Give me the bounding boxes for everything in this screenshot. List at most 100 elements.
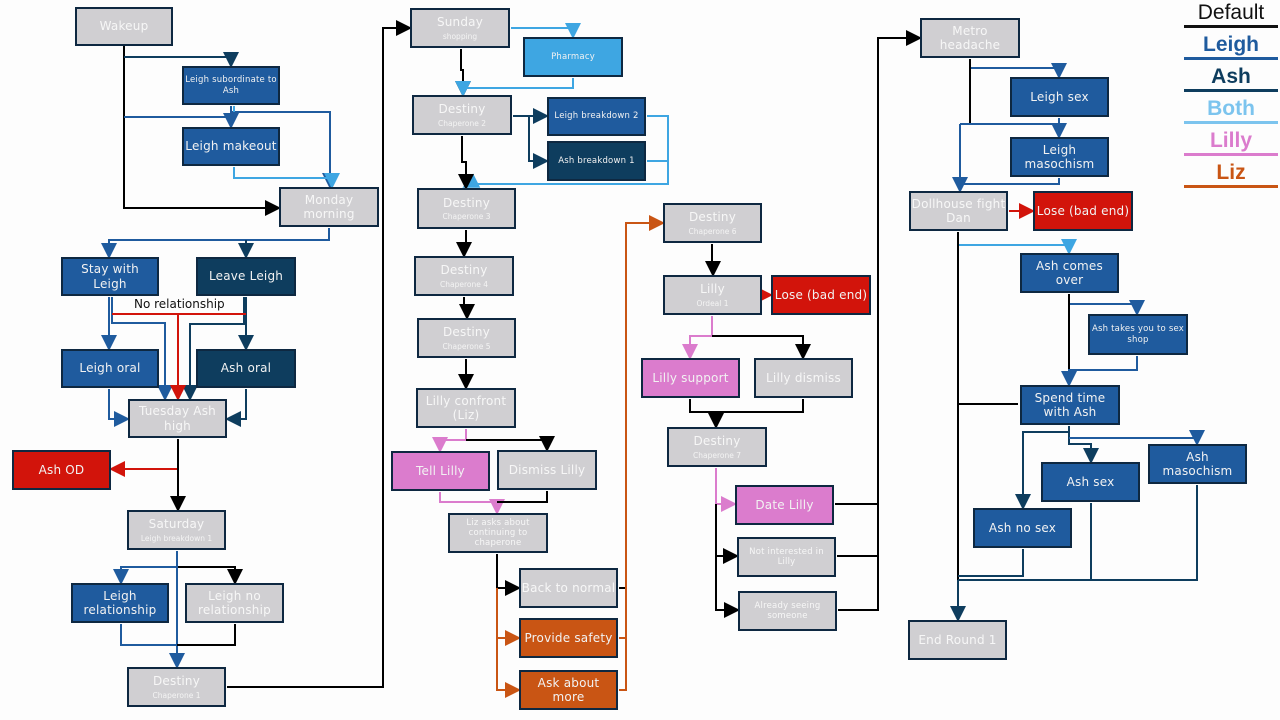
connector-leigh — [120, 624, 177, 646]
node-title: Wakeup — [99, 19, 149, 34]
node-ash-od[interactable]: Ash OD — [12, 450, 111, 490]
node-pharmacy[interactable]: Pharmacy — [523, 37, 623, 77]
node-title: Ash comes over — [1036, 258, 1103, 287]
node-tuesday-ash-high[interactable]: Tuesday Ash high — [128, 399, 227, 438]
connector-default — [689, 399, 724, 429]
node-title: Already seeing someone — [754, 600, 821, 621]
node-title: Lose (bad end) — [1036, 203, 1130, 218]
node-provide-safety[interactable]: Provide safety — [519, 618, 618, 658]
legend-ash: Ash — [1184, 64, 1278, 92]
node-end-round-1[interactable]: End Round 1 — [908, 620, 1007, 660]
node-ash-breakdown-1[interactable]: Ash breakdown 1 — [547, 141, 646, 181]
node-leigh-masochism[interactable]: Leigh masochism — [1010, 137, 1109, 177]
node-leigh-oral[interactable]: Leigh oral — [61, 349, 159, 388]
node-leave-leigh[interactable]: Leave Leigh — [196, 257, 296, 296]
node-ash-oral[interactable]: Ash oral — [196, 349, 296, 388]
node-leigh-no-relationship[interactable]: Leigh no relationship — [185, 583, 284, 623]
node-ash-sex-shop[interactable]: Ash takes you to sex shop — [1088, 314, 1188, 355]
connector-default — [705, 244, 721, 277]
connector-liz — [496, 638, 521, 698]
node-ash-masochism[interactable]: Ash masochism — [1148, 444, 1247, 484]
node-title: Ash OD — [38, 462, 85, 477]
connector-leigh — [1061, 356, 1138, 387]
node-title: Destiny — [152, 674, 201, 689]
connector-default — [715, 504, 739, 564]
node-lilly-confront[interactable]: Lilly confront (Liz) — [416, 388, 516, 428]
node-title: Leigh oral — [79, 361, 141, 376]
node-stay-with-leigh[interactable]: Stay with Leigh — [61, 257, 159, 296]
connector-leigh — [960, 178, 1060, 185]
connector-default — [458, 136, 474, 190]
node-subtitle: Chaperone 1 — [152, 690, 201, 700]
node-monday-morning[interactable]: Monday morning — [279, 187, 379, 227]
node-subtitle: Leigh breakdown 1 — [140, 533, 213, 543]
node-lose-1[interactable]: Lose (bad end) — [771, 275, 871, 315]
node-leigh-sex[interactable]: Leigh sex — [1010, 77, 1109, 117]
node-title: Destiny — [440, 263, 488, 278]
node-title: Provide safety — [524, 630, 613, 645]
legend-liz: Liz — [1184, 160, 1278, 188]
node-title: Sunday — [436, 15, 484, 30]
node-not-interested[interactable]: Not interested in Lilly — [737, 537, 836, 577]
node-lilly-support[interactable]: Lilly support — [641, 358, 740, 398]
connector-both — [957, 232, 1077, 255]
connector-default — [177, 624, 236, 646]
connector-default — [716, 399, 804, 413]
node-subtitle: Chaperone 3 — [442, 212, 491, 222]
connector-both — [511, 23, 581, 39]
connector-lilly — [715, 468, 737, 512]
node-ash-sex[interactable]: Ash sex — [1041, 462, 1140, 502]
node-ash-no-sex[interactable]: Ash no sex — [973, 508, 1072, 548]
node-liz-asks[interactable]: Liz asks about continuing to chaperone — [448, 513, 548, 553]
connector-leigh — [101, 228, 330, 259]
node-metro-headache[interactable]: Metro headache — [920, 18, 1020, 58]
node-title: Back to normal — [521, 580, 616, 595]
node-lilly-dismiss[interactable]: Lilly dismiss — [754, 358, 853, 398]
connector-ash — [225, 389, 247, 427]
connector-default — [455, 49, 471, 97]
node-spend-time-ash[interactable]: Spend time with Ash — [1020, 385, 1120, 425]
connector-ash — [528, 116, 549, 169]
node-leigh-relationship[interactable]: Leigh relationship — [71, 583, 169, 623]
node-dismiss-lilly[interactable]: Dismiss Lilly — [497, 450, 597, 490]
node-leigh-makeout[interactable]: Leigh makeout — [182, 127, 280, 166]
node-title: Destiny — [438, 102, 486, 117]
connector-ash — [958, 549, 1024, 577]
node-title: Dismiss Lilly — [508, 462, 586, 477]
node-lose-2[interactable]: Lose (bad end) — [1033, 191, 1133, 231]
node-subtitle: Chaperone 4 — [440, 279, 488, 289]
node-subtitle: Ordeal 1 — [696, 298, 729, 308]
legend-both: Both — [1184, 96, 1278, 124]
node-already-seeing[interactable]: Already seeing someone — [738, 591, 837, 631]
node-dollhouse[interactable]: Dollhouse fight Dan — [909, 191, 1008, 231]
connector-lilly — [439, 492, 505, 515]
node-wakeup[interactable]: Wakeup — [75, 7, 173, 46]
connector-leigh — [1068, 294, 1145, 316]
node-date-lilly[interactable]: Date Lilly — [735, 485, 834, 525]
node-subtitle: shopping — [442, 31, 478, 41]
node-leigh-subordinate[interactable]: Leigh subordinate to Ash — [182, 66, 280, 105]
node-tell-lilly[interactable]: Tell Lilly — [391, 451, 490, 491]
node-leigh-breakdown-2[interactable]: Leigh breakdown 2 — [547, 97, 646, 136]
connector-bad — [109, 439, 179, 477]
node-back-to-normal[interactable]: Back to normal — [519, 568, 618, 608]
node-subtitle: Chaperone 5 — [442, 341, 491, 351]
node-ask-about-more[interactable]: Ask about more — [519, 670, 618, 710]
node-ash-comes-over[interactable]: Ash comes over — [1020, 253, 1119, 293]
node-subtitle: Chaperone 7 — [693, 450, 741, 460]
node-title: Destiny — [693, 434, 741, 449]
legend-default: Default — [1184, 0, 1278, 28]
node-title: Leigh masochism — [1024, 142, 1095, 171]
connector-both — [455, 78, 574, 97]
node-title: Not interested in Lilly — [749, 546, 824, 567]
